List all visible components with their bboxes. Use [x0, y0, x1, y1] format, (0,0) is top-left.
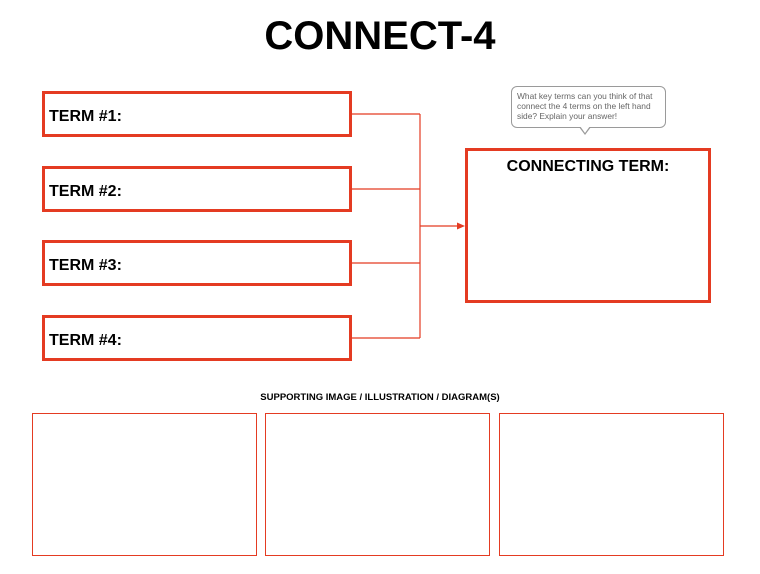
term-label-1: TERM #1:	[49, 108, 122, 125]
supporting-section-label: SUPPORTING IMAGE / ILLUSTRATION / DIAGRA…	[260, 392, 500, 403]
term-label-4: TERM #4:	[49, 332, 122, 349]
term-box-4[interactable]: TERM #4:	[42, 315, 352, 361]
supporting-image-panel-2[interactable]	[265, 413, 490, 556]
connecting-term-box[interactable]: CONNECTING TERM:	[465, 148, 711, 303]
supporting-image-panel-3[interactable]	[499, 413, 724, 556]
term-label-3: TERM #3:	[49, 257, 122, 274]
term-box-3[interactable]: TERM #3:	[42, 240, 352, 286]
term-box-2[interactable]: TERM #2:	[42, 166, 352, 212]
term-box-1[interactable]: TERM #1:	[42, 91, 352, 137]
supporting-image-panel-1[interactable]	[32, 413, 257, 556]
hint-speech-bubble: What key terms can you think of that con…	[511, 86, 666, 128]
arrowhead-icon	[457, 222, 465, 230]
speech-bubble-tail-fill	[580, 126, 590, 133]
page-title: CONNECT-4	[264, 14, 496, 58]
connecting-term-label: CONNECTING TERM:	[506, 158, 670, 175]
term-label-2: TERM #2:	[49, 183, 122, 200]
